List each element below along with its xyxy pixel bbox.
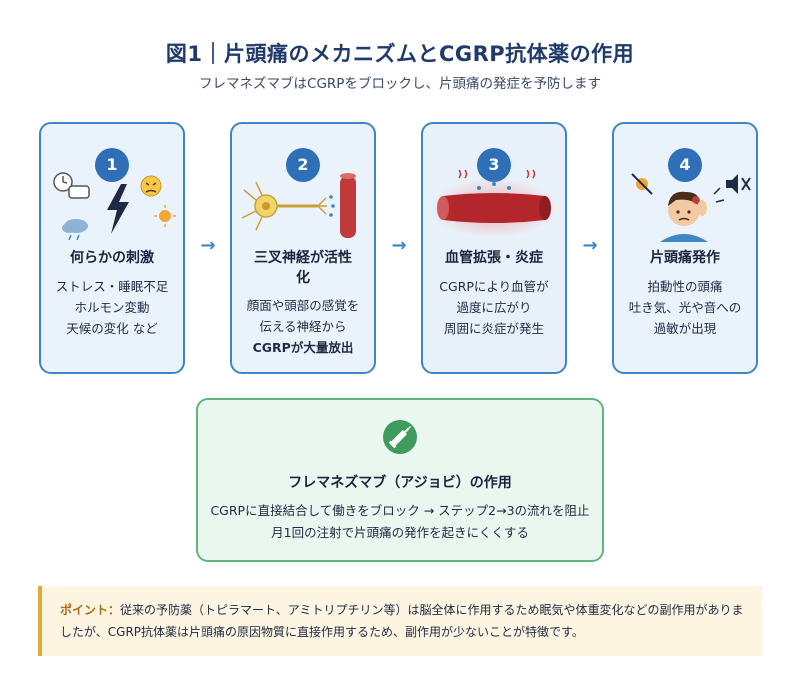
drug-title: フレマネズマブ（アジョビ）の作用 bbox=[288, 475, 512, 491]
point-note: ポイント：従来の予防薬（トピラマート、アミトリプチリン等）は脳全体に作用するため… bbox=[38, 586, 762, 656]
step-card-4: 4 片頭痛発作 拍動性の頭痛 吐き気、光や音への 過敏が出現 bbox=[612, 122, 758, 374]
step-line: ストレス・睡眠不足 bbox=[55, 279, 169, 294]
drug-action-box: フレマネズマブ（アジョビ）の作用 CGRPに直接結合して働きをブロック → ステ… bbox=[196, 398, 604, 562]
syringe-icon bbox=[383, 420, 417, 454]
no-sun-icon bbox=[631, 173, 653, 195]
stimulus-illustration bbox=[53, 172, 176, 241]
step-title-line: 化 bbox=[296, 270, 310, 286]
step-badge: 3 bbox=[477, 148, 511, 182]
step-line: CGRPにより血管が bbox=[439, 279, 549, 294]
drug-description: CGRPに直接結合して働きをブロック → ステップ2→3の流れを阻止 月1回の注… bbox=[204, 500, 596, 544]
rain-cloud-icon bbox=[62, 219, 88, 241]
flow-arrow: → bbox=[582, 235, 598, 256]
step-title: 何らかの刺激 bbox=[70, 250, 154, 266]
clock-icon bbox=[53, 172, 73, 192]
step-line: 周囲に炎症が発生 bbox=[443, 321, 544, 336]
step-description: 拍動性の頭痛 吐き気、光や音への 過敏が出現 bbox=[620, 276, 750, 339]
step-description: ストレス・睡眠不足 ホルモン変動 天候の変化 など bbox=[47, 276, 177, 339]
pillow-icon bbox=[68, 185, 90, 199]
point-text: 従来の予防薬（トピラマート、アミトリプチリン等）は脳全体に作用するため眠気や体重… bbox=[60, 603, 744, 639]
step-badge: 1 bbox=[95, 148, 129, 182]
step-line: 天候の変化 など bbox=[66, 321, 158, 336]
stressed-face-icon bbox=[140, 175, 162, 197]
neuron-icon bbox=[241, 181, 335, 231]
step-title: 片頭痛発作 bbox=[650, 250, 720, 266]
headache-illustration bbox=[631, 173, 751, 242]
vessel-illustration bbox=[430, 169, 558, 238]
step-badge: 2 bbox=[286, 148, 320, 182]
step-line: 過敏が出現 bbox=[653, 321, 717, 336]
step-card-1: 1 bbox=[39, 122, 185, 374]
flow-arrow: → bbox=[391, 235, 407, 256]
step-card-2: 2 三叉神経が活性 化 顔面や頭部の感覚を 伝える神経から CGRPが大量放出 bbox=[230, 122, 376, 374]
step-badge: 4 bbox=[668, 148, 702, 182]
page-title: 図1｜片頭痛のメカニズムとCGRP抗体薬の作用 bbox=[165, 42, 635, 66]
step-title: 三叉神経が活性 化 bbox=[238, 248, 368, 288]
inflamed-vessel-icon bbox=[437, 193, 551, 223]
step-line: 伝える神経から bbox=[259, 319, 347, 334]
step-description: 顔面や頭部の感覚を 伝える神経から CGRPが大量放出 bbox=[238, 295, 368, 358]
mute-icon bbox=[726, 174, 751, 194]
step-title-line: 三叉神経が活性 bbox=[254, 250, 352, 266]
step-title: 血管拡張・炎症 bbox=[445, 250, 543, 266]
page-subtitle: フレマネズマブはCGRPをブロックし、片頭痛の発症を予防します bbox=[199, 76, 601, 92]
step-line: CGRPが大量放出 bbox=[252, 340, 354, 355]
drug-line: 月1回の注射で片頭痛の発作を起きにくくする bbox=[271, 525, 529, 540]
step-line: 過度に広がり bbox=[456, 300, 532, 315]
lightning-icon bbox=[107, 184, 129, 234]
headache-person-icon bbox=[660, 191, 708, 242]
step-line: 拍動性の頭痛 bbox=[647, 279, 723, 294]
flow-arrow: → bbox=[200, 235, 216, 256]
blood-vessel-icon bbox=[340, 173, 356, 238]
point-label: ポイント： bbox=[60, 603, 121, 617]
sun-icon bbox=[154, 205, 176, 227]
step-card-3: 3 血管拡張・炎症 CGRPにより血管が 過度に広がり 周囲に炎症が発生 bbox=[421, 122, 567, 374]
step-description: CGRPにより血管が 過度に広がり 周囲に炎症が発生 bbox=[429, 276, 559, 339]
step-line: 吐き気、光や音への bbox=[628, 300, 742, 315]
step-line: ホルモン変動 bbox=[74, 300, 150, 315]
drug-line: CGRPに直接結合して働きをブロック → ステップ2→3の流れを阻止 bbox=[210, 503, 590, 518]
step-line: 顔面や頭部の感覚を bbox=[246, 298, 360, 313]
nerve-illustration bbox=[241, 173, 356, 238]
